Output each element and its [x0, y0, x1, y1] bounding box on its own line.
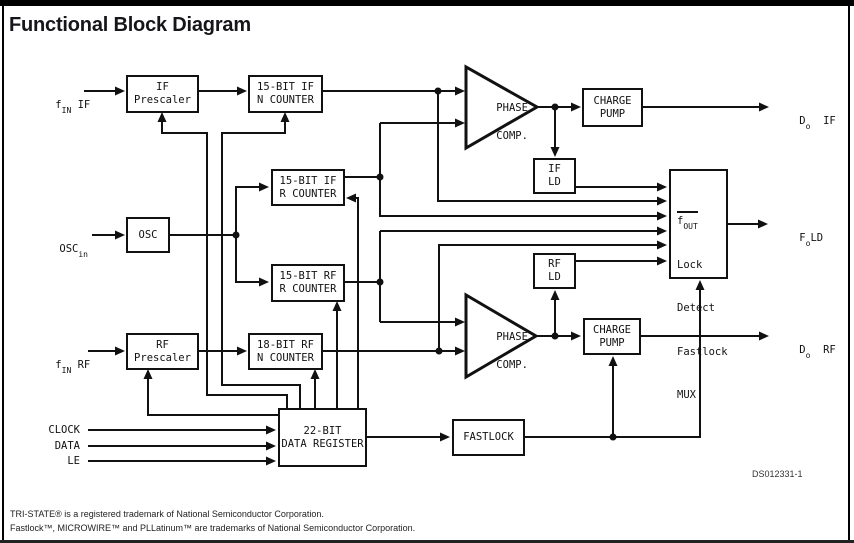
wire-register-to-if-ncounter — [221, 122, 301, 408]
page-title: Functional Block Diagram — [9, 14, 251, 36]
label-data: DATA — [54, 440, 80, 452]
if-phase-comp-label: PHASE COMP. — [496, 102, 528, 142]
arrowheads — [115, 86, 769, 466]
wire-if-rcounter-to-phasecomp-and-mux — [345, 122, 659, 217]
left-border-bar — [2, 0, 4, 543]
phase-comparator-triangles — [464, 64, 541, 380]
wire-register-to-rf-prescaler — [147, 379, 278, 416]
wires — [84, 90, 761, 462]
wire-rf-rcounter-to-phasecomp-and-mux — [345, 230, 659, 323]
wire-fastlock-out — [525, 289, 701, 438]
block-osc: OSC — [126, 217, 170, 253]
label-fin-if: fIN IF — [55, 99, 91, 116]
figure-reference-number: DS012331-1 — [752, 469, 803, 479]
mux-line-fout: fOUT — [677, 211, 726, 231]
label-clock: CLOCK — [48, 424, 80, 436]
rf-phase-comp-label: PHASE COMP. — [496, 331, 528, 371]
wire-osc-out — [170, 186, 261, 283]
footnote-tristate: TRI-STATE® is a registered trademark of … — [10, 509, 324, 519]
block-fastlock: FASTLOCK — [452, 419, 525, 456]
wire-register-to-if-rcounter — [356, 197, 359, 408]
footnote-trademarks: Fastlock™, MICROWIRE™ and PLLatinum™ are… — [10, 523, 416, 533]
bottom-border-bar — [0, 540, 854, 543]
wire-rf-ncounter-to-phasecomp — [323, 244, 659, 352]
mux-line-mux: MUX — [677, 389, 696, 401]
block-mux: fOUT Lock Detect Fastlock MUX — [669, 169, 728, 401]
mux-line-fastlock: Fastlock — [677, 345, 728, 358]
rf-phase-comp-triangle — [464, 292, 539, 380]
label-osc-in: OSCin — [59, 243, 88, 260]
wire-register-to-if-prescaler — [161, 122, 288, 408]
if-phase-comp-triangle — [464, 64, 541, 151]
right-border-bar — [848, 0, 850, 543]
label-fin-rf: fIN RF — [55, 359, 91, 376]
wire-rf-phasecomp-out — [536, 299, 572, 337]
junction-dots — [232, 87, 617, 441]
wire-if-phasecomp-out — [537, 106, 572, 148]
label-do-if: Do IF — [799, 115, 836, 132]
top-border-bar — [0, 0, 854, 6]
label-do-rf: Do RF — [799, 344, 836, 361]
mux-line-detect: Detect — [677, 302, 715, 314]
label-fo-ld: FoLD — [799, 232, 824, 249]
label-le: LE — [67, 455, 80, 467]
mux-line-lock: Lock — [677, 258, 703, 271]
